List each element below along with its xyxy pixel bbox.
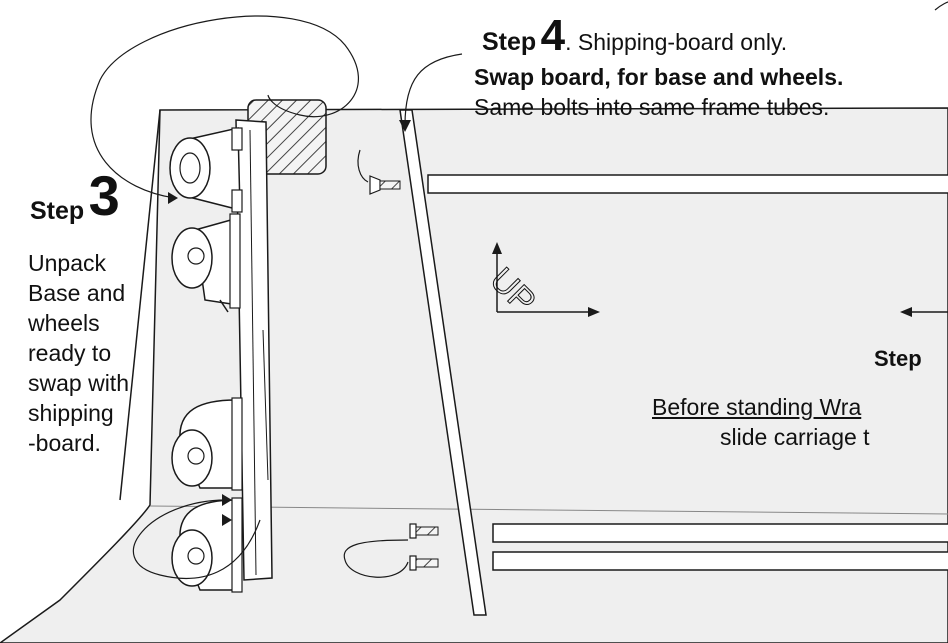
step3-line: -board.: [28, 430, 101, 456]
panel-left-edge: [119, 109, 161, 501]
callout-top-bolt: [357, 149, 369, 183]
step4-heading: Step 4. Shipping-board only.: [482, 14, 787, 58]
frame-tube-top: [427, 174, 948, 194]
base-board-detail: [262, 329, 269, 481]
step-right-word: Step: [874, 346, 922, 371]
shipping-board: [399, 109, 487, 616]
frame-tube-lower-2: [492, 551, 948, 571]
step4-line3: Same bolts into same frame tubes.: [474, 94, 830, 120]
base-board-inner-edge: [249, 129, 257, 576]
caster-top: [169, 127, 243, 213]
step3-line: ready to: [28, 340, 112, 366]
step4-word: Step: [482, 28, 537, 56]
caster-3: [171, 397, 243, 491]
callout-step4: [404, 53, 463, 126]
bolt-lower-2: [409, 555, 439, 571]
callout-loop-step3: [90, 15, 359, 199]
up-orientation-marker: [492, 242, 600, 317]
step3-word: Step: [30, 197, 85, 225]
step3-line: shipping: [28, 400, 114, 426]
step3-instructions: Unpack Base and wheels ready to swap wit…: [28, 248, 129, 458]
callout-arrowhead-lower-2: [222, 514, 232, 526]
step3-line: Base and: [28, 280, 126, 306]
frame-tube-lower-1: [492, 523, 948, 543]
callout-arrowhead-step3: [168, 192, 178, 204]
carriage-arrow: [900, 307, 948, 317]
callout-arrowhead-lower-1: [222, 494, 232, 506]
step3-heading: Step 3: [30, 168, 120, 224]
corner-stroke: [934, 1, 948, 11]
callout-loop-lower: [132, 499, 261, 579]
step4-number: 4: [540, 11, 566, 60]
step4-line2: Swap board, for base and wheels.: [474, 64, 844, 90]
bolt-lower-1: [409, 523, 439, 539]
step-right-line2: slide carriage t: [720, 424, 870, 450]
caster-2: [171, 213, 241, 313]
step3-line: Unpack: [28, 250, 106, 276]
step3-number: 3: [88, 164, 120, 227]
step3-line: wheels: [28, 310, 100, 336]
callout-arrowhead-step4: [399, 120, 411, 132]
callout-bolts: [343, 539, 409, 578]
bolt-top: [369, 175, 401, 195]
step4-suffix: . Shipping-board only.: [565, 29, 788, 55]
step3-line: swap with: [28, 370, 129, 396]
step-right-line1: Before standing Wra: [652, 394, 862, 420]
